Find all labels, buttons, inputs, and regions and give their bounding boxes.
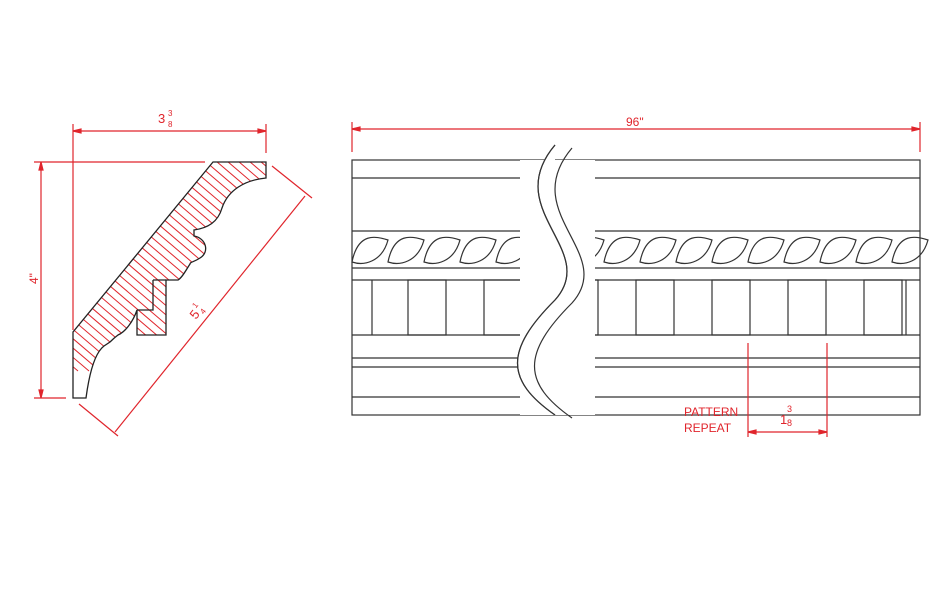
rope-twist <box>675 236 713 264</box>
hatch-line <box>379 150 639 371</box>
rope-twist <box>639 236 677 264</box>
rope-bead <box>351 236 929 264</box>
rope-twist <box>891 236 929 264</box>
hatch-line <box>0 150 1 371</box>
hatch-line <box>73 162 200 372</box>
hatch-line <box>0 150 67 371</box>
height-dimension-label: 4" <box>27 273 41 284</box>
hatch-line <box>125 162 266 372</box>
hatch-line <box>73 162 145 372</box>
hatch-line <box>180 162 266 372</box>
repeat-dimension-label: 1 <box>780 412 787 427</box>
dentil <box>483 279 523 336</box>
hatch-line <box>73 162 123 372</box>
hatch-line <box>269 150 529 371</box>
hatch-line <box>73 162 266 372</box>
hatch-line <box>73 162 255 372</box>
hatch-line <box>246 162 266 372</box>
dentil-row <box>407 279 903 336</box>
rope-twist <box>387 236 425 264</box>
hatch-line <box>73 162 178 372</box>
hatch-line <box>73 162 266 372</box>
elevation-view <box>351 159 929 416</box>
break-line <box>517 144 595 419</box>
width-frac-den: 8 <box>168 120 173 129</box>
rope-twist <box>459 236 497 264</box>
rope-twist <box>711 236 749 264</box>
hatch-line <box>0 150 45 371</box>
diag-frac-den: 4 <box>198 306 208 315</box>
repeat-frac-num: 3 <box>787 404 792 414</box>
hatch-line <box>0 150 34 371</box>
hatch-line <box>158 162 266 372</box>
hatch-line <box>147 162 266 372</box>
hatch-line <box>73 162 266 372</box>
hatch-line <box>73 162 189 372</box>
hatch-line <box>73 162 233 372</box>
hatch-line <box>73 162 244 372</box>
dentil <box>407 279 447 336</box>
hatch-line <box>136 162 266 372</box>
profile-dimensions <box>34 124 313 437</box>
dentil <box>635 279 675 336</box>
hatch-line <box>73 162 90 372</box>
hatch-line <box>467 150 727 371</box>
hatch-line <box>103 162 266 372</box>
width-frac-num: 3 <box>168 109 173 118</box>
hatch-line <box>73 162 101 372</box>
dentil <box>711 279 751 336</box>
profile-outline <box>72 161 267 399</box>
rope-twist <box>747 236 785 264</box>
elevation-dimensions <box>351 122 921 437</box>
hatch-line <box>73 162 156 372</box>
hatch-line <box>73 162 266 372</box>
hatch-line <box>191 162 266 372</box>
diag-frac-num: 1 <box>190 300 200 309</box>
hatch-line <box>81 162 266 372</box>
width-dimension-label: 3 <box>158 111 165 126</box>
hatch-line <box>0 150 12 371</box>
hatch-line <box>73 162 134 372</box>
repeat-frac-den: 8 <box>787 418 792 428</box>
repeat-label: REPEAT <box>684 421 732 435</box>
rope-twist <box>423 236 461 264</box>
hatch-line <box>73 162 79 372</box>
dentil <box>863 279 903 336</box>
hatching <box>0 150 727 372</box>
hatch-line <box>235 162 266 372</box>
hatch-line <box>291 150 551 371</box>
rope-twist <box>603 236 641 264</box>
hatch-line <box>0 150 56 371</box>
rope-twist <box>819 236 857 264</box>
profile-section <box>0 150 727 399</box>
hatch-line <box>169 162 266 372</box>
hatch-line <box>73 162 266 372</box>
rope-twist <box>351 236 389 264</box>
hatch-line <box>73 162 266 372</box>
hatch-line <box>0 150 23 371</box>
hatch-line <box>73 162 266 372</box>
rope-twist <box>783 236 821 264</box>
rope-twist <box>855 236 893 264</box>
pattern-label: PATTERN <box>684 405 738 419</box>
hatch-line <box>73 162 222 372</box>
length-dimension-label: 96" <box>626 115 644 129</box>
dentil <box>787 279 827 336</box>
